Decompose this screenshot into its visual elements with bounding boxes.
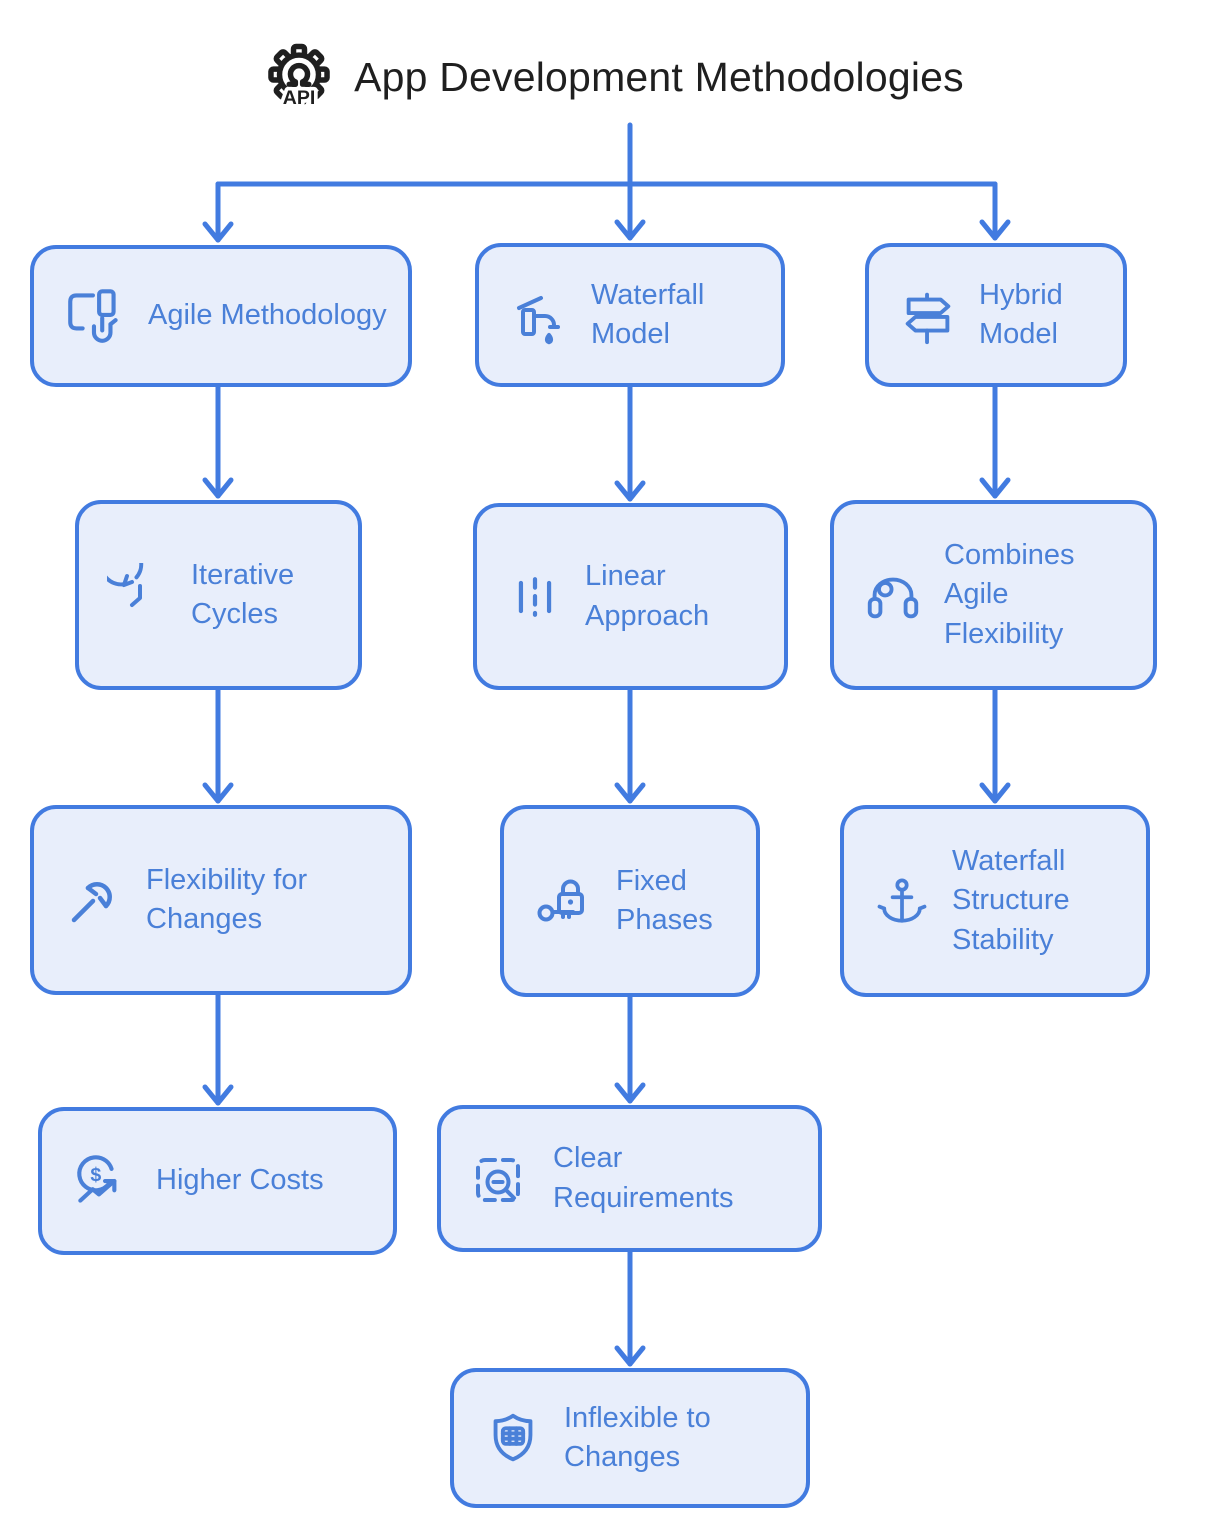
node-label: Iterative Cycles (191, 558, 295, 630)
node-hybrid-model: Hybrid Model (865, 243, 1127, 387)
lock-key-icon (532, 869, 596, 933)
jump-rope-icon (862, 564, 924, 626)
node-label: Combines Agile Flexibility (944, 539, 1075, 650)
devices-touch-icon (62, 283, 128, 349)
node-label: Hybrid Model (979, 278, 1063, 350)
node-inflexible-to-changes: Inflexible to Changes (450, 1368, 810, 1508)
api-gear-label: API (283, 87, 316, 109)
node-linear-approach: Linear Approach (473, 503, 788, 690)
node-label: Higher Costs (156, 1164, 324, 1197)
node-label: Inflexible to Changes (564, 1401, 711, 1473)
node-combines-agile-flexibility: Combines Agile Flexibility (830, 500, 1157, 690)
node-higher-costs: $ Higher Costs (38, 1107, 397, 1255)
node-waterfall-structure-stability: Waterfall Structure Stability (840, 805, 1150, 997)
node-label: Fixed Phases (616, 864, 713, 936)
wrench-icon (62, 868, 126, 932)
shield-table-icon (482, 1407, 544, 1469)
faucet-icon (507, 283, 571, 347)
page-title: App Development Methodologies (354, 53, 964, 100)
node-iterative-cycles: Iterative Cycles (75, 500, 362, 690)
node-label: Flexibility for Changes (146, 863, 308, 935)
node-label: Linear Approach (585, 560, 710, 632)
node-agile-methodology: Agile Methodology (30, 245, 412, 387)
node-label: Clear Requirements (553, 1142, 734, 1214)
node-waterfall-model: Waterfall Model (475, 243, 785, 387)
node-label: Waterfall Structure Stability (952, 845, 1070, 956)
dollar-growth-icon: $ (70, 1148, 136, 1214)
clock-history-icon (107, 563, 171, 627)
node-clear-requirements: Clear Requirements (437, 1105, 822, 1252)
node-label: Agile Methodology (148, 299, 387, 332)
diagram-title-row: API App Development Methodologies (0, 38, 1222, 116)
dollar-symbol: $ (90, 1164, 101, 1186)
anchor-icon (872, 871, 932, 931)
node-fixed-phases: Fixed Phases (500, 805, 760, 997)
node-flexibility-for-changes: Flexibility for Changes (30, 805, 412, 995)
api-gear-icon: API (258, 38, 340, 116)
signpost-icon (897, 284, 959, 346)
road-lanes-icon (505, 565, 565, 629)
node-label: Waterfall Model (591, 278, 705, 350)
scan-search-icon (469, 1147, 533, 1211)
